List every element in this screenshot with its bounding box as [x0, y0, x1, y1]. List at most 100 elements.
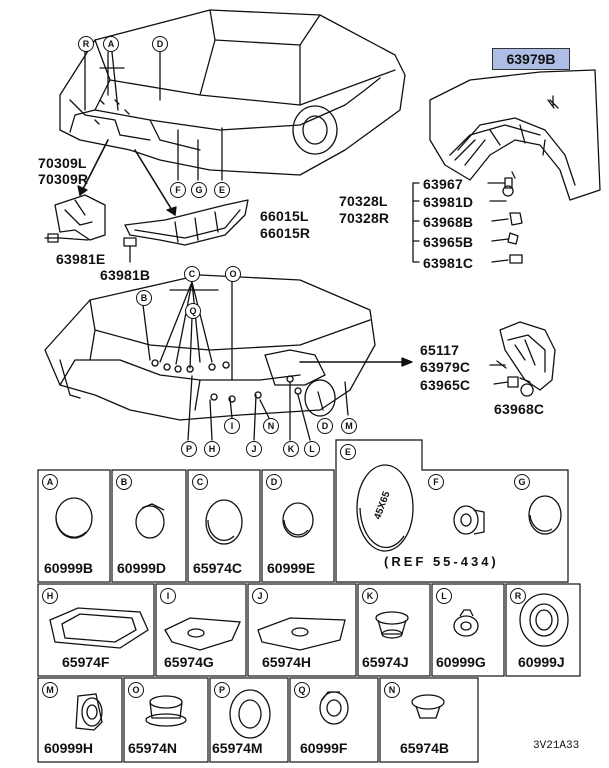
plug-c-drawing [205, 499, 243, 545]
grid-letter-n: N [384, 682, 400, 698]
grommet-q-drawing [319, 691, 349, 725]
grid-letter-k: K [362, 588, 378, 604]
plug-b-drawing [135, 503, 165, 539]
callout-r: R [78, 36, 94, 52]
label-63979c: 63979C [420, 359, 471, 375]
grid-letter-b: B [116, 474, 132, 490]
grommet-f-drawing [453, 505, 485, 535]
grid-part-60999g[interactable]: 60999G [436, 654, 486, 670]
grid-letter-r: R [510, 588, 526, 604]
callout-i: I [224, 418, 240, 434]
label-65117: 65117 [420, 342, 460, 358]
callout-n: N [263, 418, 279, 434]
grommet-l-drawing [453, 609, 479, 637]
label-63981d: 63981D [423, 194, 474, 210]
grid-letter-e: E [340, 444, 356, 460]
callout-c: C [184, 266, 200, 282]
callout-d: D [152, 36, 168, 52]
callout-a: A [103, 36, 119, 52]
cap-o-drawing [145, 695, 187, 727]
grid-part-65974c[interactable]: 65974C [193, 560, 243, 576]
label-70309l: 70309L [38, 155, 87, 171]
ring-p-drawing [229, 689, 271, 739]
callout-e: E [214, 182, 230, 198]
label-63968b: 63968B [423, 214, 474, 230]
label-63965b: 63965B [423, 234, 474, 250]
grid-part-60999h[interactable]: 60999H [44, 740, 94, 756]
callout-b: B [136, 290, 152, 306]
callout-l: L [304, 441, 320, 457]
grid-letter-i: I [160, 588, 176, 604]
grid-letter-q: Q [294, 682, 310, 698]
plug-g-drawing [528, 495, 562, 535]
grid-letter-d: D [266, 474, 282, 490]
tape-j-drawing [257, 617, 346, 651]
bracket-70309-drawing [54, 194, 106, 241]
grid-part-65974g[interactable]: 65974G [164, 654, 214, 670]
grid-letter-m: M [42, 682, 58, 698]
grid-part-60999b[interactable]: 60999B [44, 560, 94, 576]
callout-p: P [181, 441, 197, 457]
label-63981c: 63981C [423, 255, 474, 271]
grid-part-65974m[interactable]: 65974M [212, 740, 263, 756]
cap-k-drawing [375, 611, 409, 639]
callout-j: J [246, 441, 262, 457]
pad-h-drawing [49, 607, 149, 649]
grid-letter-l: L [436, 588, 452, 604]
label-70309r: 70309R [38, 171, 89, 187]
ref-note: (REF 55-434) [384, 554, 499, 569]
label-66015r: 66015R [260, 225, 311, 241]
grid-part-60999e[interactable]: 60999E [267, 560, 316, 576]
callout-m: M [341, 418, 357, 434]
plug-d-drawing [282, 502, 314, 538]
inner-shield-65117-drawing [499, 321, 556, 391]
tape-i-drawing [164, 617, 241, 651]
callout-k: K [283, 441, 299, 457]
callout-o: O [225, 266, 241, 282]
grommet-m-drawing [75, 693, 103, 731]
grid-letter-j: J [252, 588, 268, 604]
grid-part-60999j[interactable]: 60999J [518, 654, 565, 670]
grid-part-60999f[interactable]: 60999F [300, 740, 348, 756]
label-63981e: 63981E [56, 251, 106, 267]
bolt-63981b-drawing [123, 237, 137, 263]
ring-r-drawing [519, 593, 569, 647]
callout-q: Q [185, 303, 201, 319]
label-63981b: 63981B [100, 267, 151, 283]
grid-part-65974b[interactable]: 65974B [400, 740, 450, 756]
plug-a-drawing [55, 497, 93, 539]
fender-drawing [429, 69, 601, 201]
top-vehicle-body [59, 9, 406, 176]
mid-vehicle-floor [44, 274, 376, 421]
label-70328r: 70328R [339, 210, 390, 226]
callout-h: H [204, 441, 220, 457]
grid-letter-h: H [42, 588, 58, 604]
plug-e-drawing [356, 464, 414, 552]
grid-part-65974h[interactable]: 65974H [262, 654, 312, 670]
callout-g: G [191, 182, 207, 198]
grid-letter-o: O [128, 682, 144, 698]
label-63965c: 63965C [420, 377, 471, 393]
bolt-63981e-drawing [44, 233, 89, 243]
grid-part-65974j[interactable]: 65974J [362, 654, 409, 670]
grid-letter-p: P [214, 682, 230, 698]
highlight-part-63979b[interactable]: 63979B [492, 48, 570, 70]
grid-letter-f: F [428, 474, 444, 490]
grid-part-65974n[interactable]: 65974N [128, 740, 178, 756]
grid-letter-g: G [514, 474, 530, 490]
splash-shield-66015-drawing [124, 199, 249, 246]
grid-letter-a: A [42, 474, 58, 490]
cap-n-drawing [411, 694, 445, 719]
label-63967: 63967 [423, 176, 463, 192]
diagram-code: 3V21A33 [533, 740, 580, 752]
grid-part-60999d[interactable]: 60999D [117, 560, 167, 576]
label-63968c: 63968C [494, 401, 545, 417]
callout-d-mid: D [317, 418, 333, 434]
label-70328l: 70328L [339, 193, 388, 209]
grid-letter-c: C [192, 474, 208, 490]
label-66015l: 66015L [260, 208, 309, 224]
grid-part-65974f[interactable]: 65974F [62, 654, 110, 670]
callout-f: F [170, 182, 186, 198]
